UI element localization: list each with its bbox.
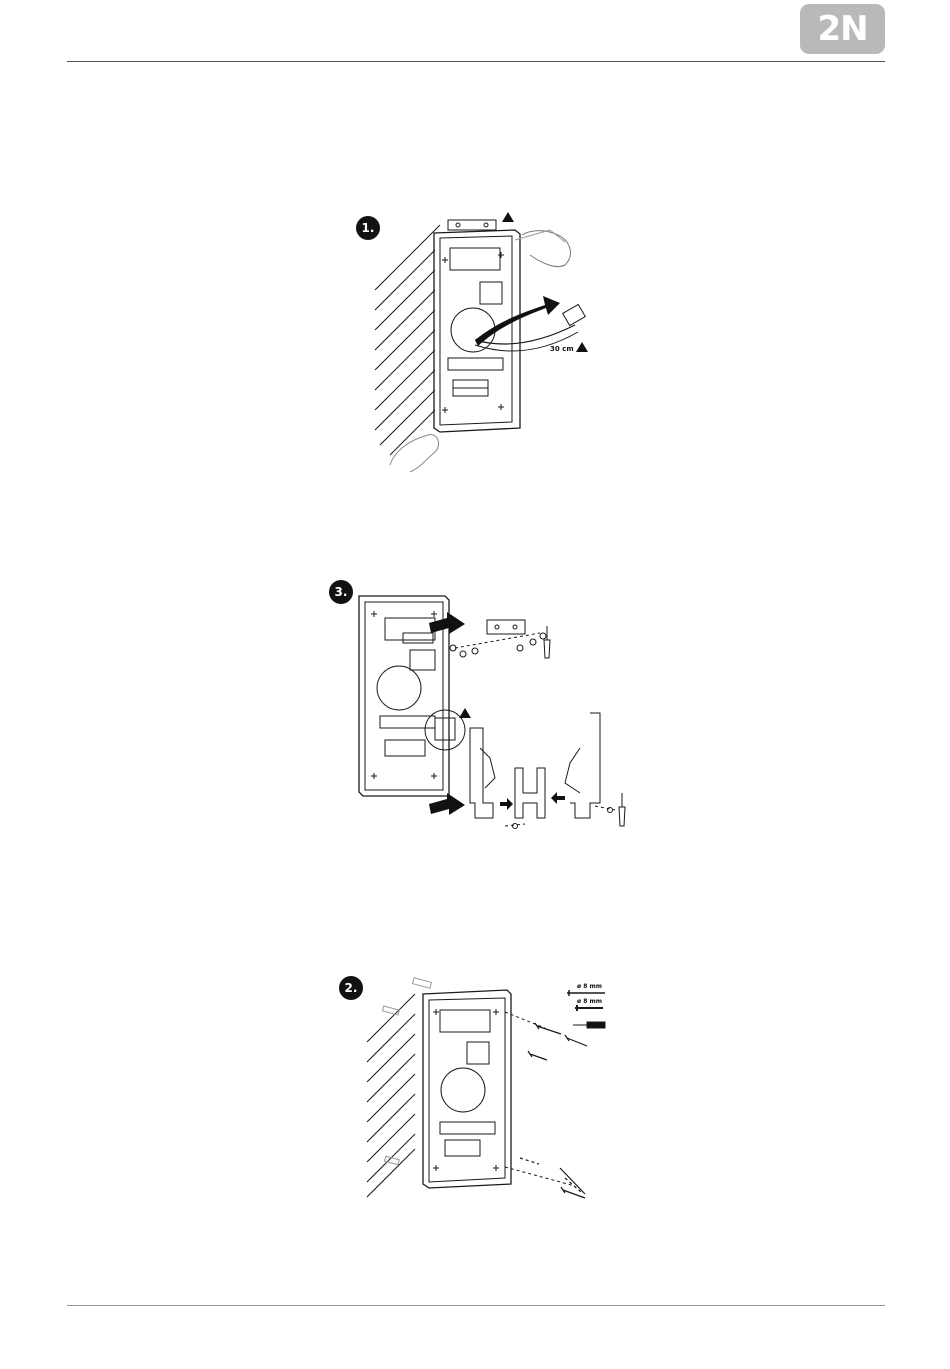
screwdriver-icon xyxy=(619,793,625,826)
drill-bit-icon xyxy=(567,990,605,996)
wall-hatching xyxy=(375,225,440,455)
step-3-figure: 3. xyxy=(325,578,645,838)
plug-size-label: ø 8 mm xyxy=(577,998,602,1005)
logo-text: 2N xyxy=(800,4,885,54)
drill-size-label: ø 8 mm xyxy=(577,983,602,990)
wall-hatching xyxy=(367,994,415,1197)
arrow-icon xyxy=(500,798,513,810)
hand-icon xyxy=(390,435,439,472)
wall-plug-icon xyxy=(575,1005,603,1011)
step-2-figure: 2. xyxy=(335,972,625,1222)
step-1-illustration: 30 cm xyxy=(350,200,620,475)
warning-icon xyxy=(459,708,471,718)
screwdriver-icon xyxy=(573,1022,605,1028)
header-rule xyxy=(67,61,885,62)
warning-icon xyxy=(502,212,514,222)
screwdriver-icon xyxy=(544,626,550,658)
arrow-icon xyxy=(551,792,565,804)
warning-icon xyxy=(576,342,588,352)
brand-logo: 2N xyxy=(800,4,885,54)
step-2-illustration: ø 8 mm ø 8 mm xyxy=(335,972,625,1222)
step-3-illustration xyxy=(325,578,645,838)
screw-icon xyxy=(520,1023,587,1198)
step-1-figure: 1. xyxy=(350,200,620,475)
footer-rule xyxy=(67,1305,885,1306)
screw-icon xyxy=(450,633,546,657)
cable-length-label: 30 cm xyxy=(550,345,574,353)
wall-plug-icon xyxy=(382,978,431,1165)
